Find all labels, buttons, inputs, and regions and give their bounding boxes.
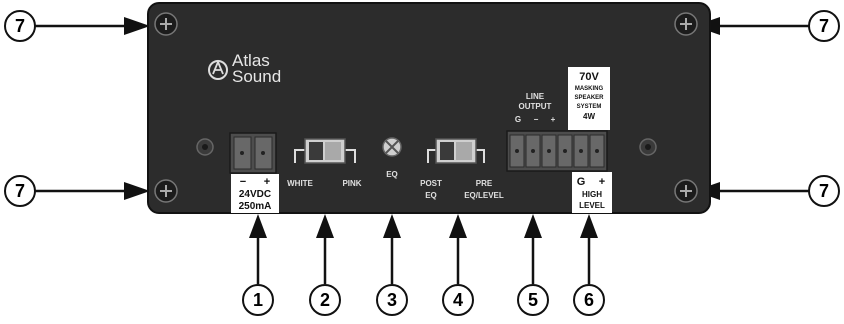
atlas-sound-logo: Atlas Sound — [208, 51, 281, 86]
callout-number: 4 — [453, 290, 463, 310]
corner-screw-bl — [154, 179, 178, 203]
polarity-minus: − — [240, 176, 246, 188]
callout-2: 2 — [309, 214, 341, 316]
arrow-up-icon — [383, 214, 401, 238]
power-label: − + 24VDC 250mA — [231, 174, 279, 213]
eq-knob[interactable]: EQ — [382, 137, 402, 179]
callout-1: 1 — [242, 214, 274, 316]
line-output-title-2: OUTPUT — [519, 102, 552, 111]
polarity-plus: + — [264, 176, 270, 188]
noise-pink-label: PINK — [342, 179, 361, 188]
callout-7-bottom-left: 7 — [4, 175, 150, 207]
callout-7-top-right: 7 — [694, 10, 840, 42]
brand-line1: Atlas — [232, 51, 270, 70]
callout-number: 7 — [819, 16, 829, 36]
badge-voltage: 70V — [579, 71, 599, 83]
callout-number: 7 — [819, 181, 829, 201]
output-mode-switch[interactable]: POST EQ PRE EQ/LEVEL — [420, 138, 504, 200]
output-terminal-block — [506, 130, 608, 172]
arrow-up-icon — [524, 214, 542, 238]
corner-screw-tl — [154, 12, 178, 36]
power-current: 250mA — [239, 201, 272, 212]
mount-screw-right — [639, 138, 657, 156]
callout-7-bottom-right: 7 — [694, 175, 840, 207]
badge-line2: MASKING — [575, 86, 604, 92]
adjust-icon — [385, 140, 399, 154]
badge-power: 4W — [583, 112, 595, 121]
corner-screw-tr — [674, 12, 698, 36]
power-terminal — [229, 132, 277, 174]
pre-eq-level-label: EQ/LEVEL — [464, 191, 504, 200]
mount-screw-left — [196, 138, 214, 156]
post-eq-label: EQ — [425, 191, 437, 200]
callout-3: 3 — [376, 214, 408, 316]
callout-4: 4 — [442, 214, 474, 316]
line-output-title-1: LINE — [526, 92, 545, 101]
callout-number: 7 — [15, 181, 25, 201]
power-voltage: 24VDC — [239, 189, 271, 200]
callout-number: 1 — [253, 290, 263, 310]
callout-number: 5 — [528, 290, 538, 310]
eq-label: EQ — [386, 170, 398, 179]
corner-screw-br — [674, 179, 698, 203]
arrow-up-icon — [449, 214, 467, 238]
high-level-line1: HIGH — [582, 190, 602, 199]
line-output-labels: LINE OUTPUT G − + — [515, 92, 556, 124]
noise-white-label: WHITE — [287, 179, 313, 188]
pre-label: PRE — [476, 179, 493, 188]
line-output-pin-g: G — [515, 115, 521, 124]
high-level-plus: + — [599, 176, 605, 188]
high-level-g: G — [577, 176, 586, 188]
logo-mark-icon — [212, 59, 224, 75]
brand-line2: Sound — [232, 67, 281, 86]
arrow-right-icon — [124, 182, 150, 200]
arrow-up-icon — [249, 214, 267, 238]
callout-number: 7 — [15, 16, 25, 36]
callout-7-top-left: 7 — [4, 10, 150, 42]
line-output-pin-minus: − — [534, 115, 539, 124]
high-level-label: G + HIGH LEVEL — [572, 172, 612, 213]
line-output-pin-plus: + — [551, 115, 556, 124]
callout-number: 3 — [387, 290, 397, 310]
arrow-right-icon — [124, 17, 150, 35]
callout-6: 6 — [573, 214, 605, 316]
callout-number: 2 — [320, 290, 330, 310]
high-level-line2: LEVEL — [579, 201, 605, 210]
arrow-up-icon — [316, 214, 334, 238]
post-label: POST — [420, 179, 442, 188]
badge-line4: SYSTEM — [577, 104, 602, 110]
badge-line3: SPEAKER — [574, 95, 604, 101]
callout-number: 6 — [584, 290, 594, 310]
callout-5: 5 — [517, 214, 549, 316]
arrow-up-icon — [580, 214, 598, 238]
speaker-system-badge: 70V MASKING SPEAKER SYSTEM 4W — [568, 67, 610, 130]
noise-type-switch[interactable]: WHITE PINK — [287, 138, 362, 188]
